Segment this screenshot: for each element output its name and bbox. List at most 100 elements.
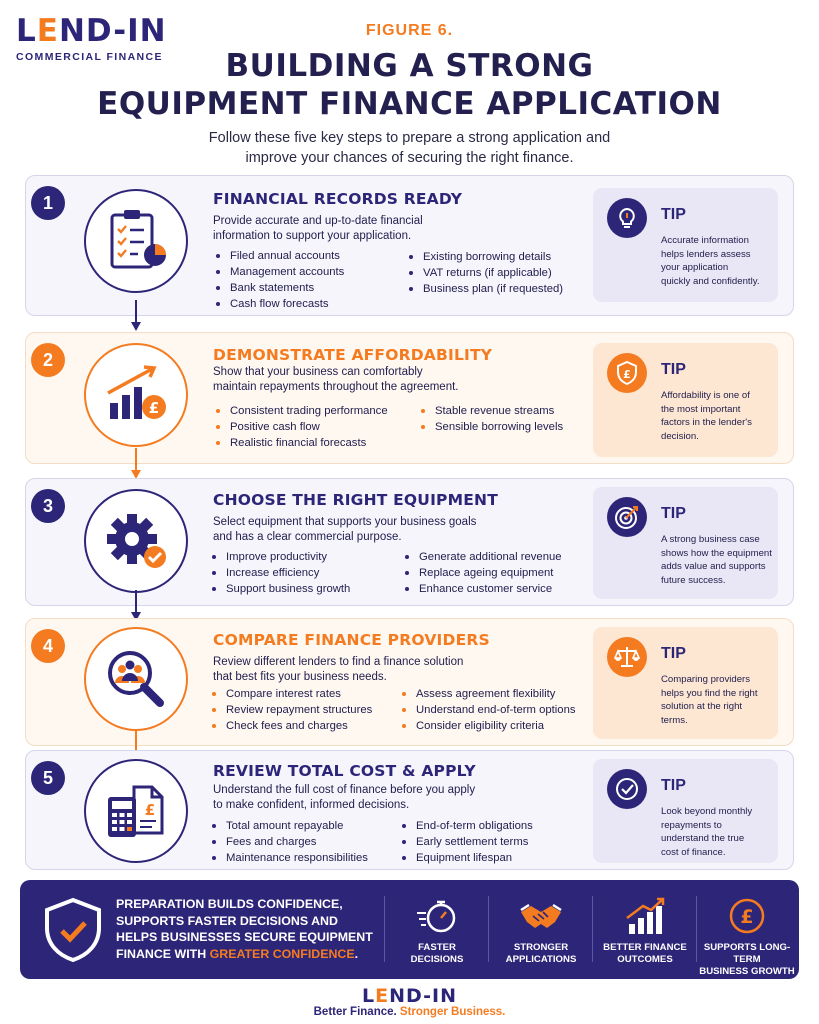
bullet-list-right: Assess agreement flexibility Understand … [399,686,576,734]
footer-tagline: Better Finance. Stronger Business. [313,1006,506,1018]
bullet-list-right: End-of-term obligations Early settlement… [399,818,533,866]
step-number: 5 [31,761,65,795]
list-item: Compare interest rates [209,686,372,702]
list-item: Consider eligibility criteria [399,718,576,734]
list-item: Fees and charges [209,834,368,850]
list-item: Equipment lifespan [399,850,533,866]
step-1-card: 1 FINANCIAL RECORDS READY Provide accura… [25,175,794,316]
page-title: BUILDING A STRONG EQUIPMENT FINANCE APPL… [97,48,722,122]
step-2-card: 2 £ DEMONSTRATE AFFORDABILITY Show that … [25,332,794,464]
list-item: Realistic financial forecasts [213,435,388,451]
step-connector-arrow [131,448,141,480]
bullet-list-right: Generate additional revenue Replace agei… [402,549,562,597]
list-item: Early settlement terms [399,834,533,850]
tip-label: TIP [661,777,686,794]
step-title: COMPARE FINANCE PROVIDERS [213,631,490,649]
page-subtitle: Follow these five key steps to prepare a… [208,130,611,166]
step-title: CHOOSE THE RIGHT EQUIPMENT [213,491,498,509]
list-item: Improve productivity [209,549,350,565]
banner-divider [592,896,593,962]
list-item: Sensible borrowing levels [418,419,563,435]
shield-pound-icon: £ [607,353,647,393]
banner-divider [384,896,385,962]
pound-circle-icon: £ [729,898,765,934]
step-description: Provide accurate and up-to-date financia… [213,215,423,242]
tip-label: TIP [661,645,686,662]
figure-label: FIGURE 6. [365,22,454,39]
list-item: Maintenance responsibilities [209,850,368,866]
list-item: Check fees and charges [209,718,372,734]
step-number: 3 [31,489,65,523]
handshake-icon [520,903,562,928]
footer-logo: LEND-IN [362,985,457,1007]
scales-icon [607,637,647,677]
banner-message: PREPARATION BUILDS CONFIDENCE, SUPPORTS … [116,897,373,961]
bullet-list-left: Filed annual accounts Management account… [213,248,344,312]
svg-text:£: £ [740,906,753,928]
step-3-card: 3 CHOOSE THE RIGHT EQUIPMENT Select equi… [25,478,794,606]
step-description: Review different lenders to find a finan… [213,656,464,683]
step-number: 2 [31,343,65,377]
magnifier-people-icon [84,627,188,731]
list-item: Business plan (if requested) [406,281,563,297]
summary-banner: PREPARATION BUILDS CONFIDENCE, SUPPORTS … [20,880,799,979]
target-icon [607,497,647,537]
step-4-card: 4 COMPARE FINANCE PROVIDERS Review diffe… [25,618,794,746]
gear-check-icon [84,489,188,593]
step-description: Select equipment that supports your busi… [213,516,477,543]
logo-wordmark: LEND-IN [16,13,167,49]
list-item: Understand end-of-term options [399,702,576,718]
clipboard-checklist-icon [84,189,188,293]
step-title: REVIEW TOTAL COST & APPLY [213,762,476,780]
brand-logo: LEND-IN COMMERCIAL FINANCE [16,14,167,63]
list-item: Consistent trading performance [213,403,388,419]
svg-text:£: £ [623,368,631,381]
step-title: DEMONSTRATE AFFORDABILITY [213,346,493,364]
list-item: Review repayment structures [209,702,372,718]
step-number: 1 [31,186,65,220]
list-item: Positive cash flow [213,419,388,435]
list-item: Cash flow forecasts [213,296,344,312]
step-description: Understand the full cost of finance befo… [213,784,476,811]
bullet-list-right: Existing borrowing details VAT returns (… [406,249,563,297]
banner-divider [696,896,697,962]
calculator-document-icon: £ [84,759,188,863]
step-connector-arrow [131,300,141,332]
step-connector-arrow [131,590,141,622]
step-5-card: 5 £ REVIEW TOTAL COST & APPLY Understand… [25,750,794,870]
list-item: Replace ageing equipment [402,565,562,581]
step-number: 4 [31,629,65,663]
list-item: Filed annual accounts [213,248,344,264]
svg-text:£: £ [149,399,159,417]
bullet-list-left: Consistent trading performance Positive … [213,403,388,451]
growth-chart-pound-icon: £ [84,343,188,447]
shield-check-icon [38,895,108,965]
list-item: Total amount repayable [209,818,368,834]
banner-divider [488,896,489,962]
tip-label: TIP [661,505,686,522]
list-item: Management accounts [213,264,344,280]
list-item: End-of-term obligations [399,818,533,834]
list-item: Existing borrowing details [406,249,563,265]
list-item: Support business growth [209,581,350,597]
svg-text:£: £ [145,801,155,819]
growth-chart-icon [626,897,665,934]
list-item: Bank statements [213,280,344,296]
stopwatch-icon [417,900,456,933]
